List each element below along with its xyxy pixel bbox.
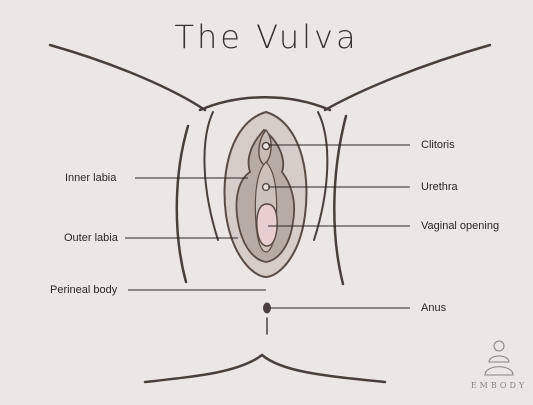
label-outer-labia: Outer labia (64, 232, 118, 244)
left-groin-line (175, 124, 190, 284)
vaginal-opening-shape (256, 203, 278, 247)
pubic-mound-line (198, 96, 332, 112)
anus-shape (263, 302, 271, 314)
left-thigh-line (48, 43, 207, 112)
label-urethra: Urethra (421, 181, 458, 193)
embody-logo-icon (484, 340, 514, 376)
label-anus: Anus (421, 302, 447, 314)
right-inner-fold (313, 111, 329, 241)
right-groin-line (333, 114, 348, 286)
clitoris-dot (261, 141, 271, 151)
label-vaginal-opening: Vaginal opening (421, 220, 500, 232)
label-perineal-body: Perineal body (50, 284, 118, 296)
brand-name: EMBODY (470, 381, 528, 390)
label-inner-labia: Inner labia (65, 172, 117, 184)
page-title: The Vulva (174, 18, 359, 56)
buttocks-line (143, 353, 387, 384)
left-inner-fold (203, 111, 219, 241)
label-clitoris: Clitoris (421, 139, 455, 151)
right-thigh-line (323, 43, 492, 112)
